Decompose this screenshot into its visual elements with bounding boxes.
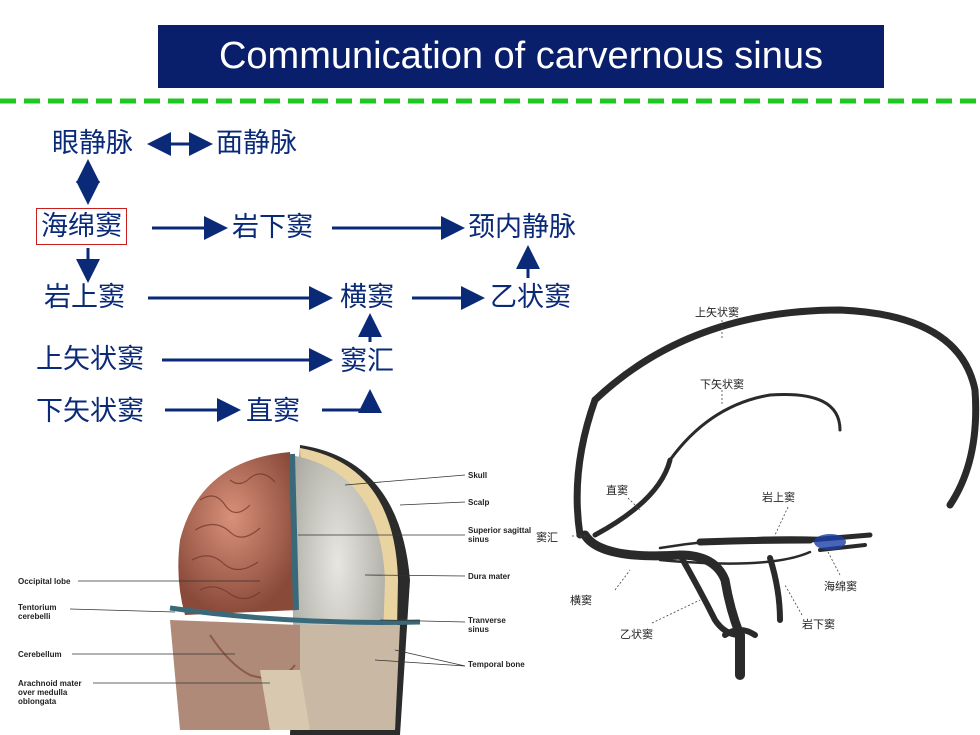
label-tentorium-cerebelli: Tentorium cerebelli — [18, 603, 57, 622]
label-occipital-lobe: Occipital lobe — [18, 577, 71, 586]
dural-sinus-diagram: 上矢状窦 下矢状窦 直窦 岩上窦 窦汇 海绵窦 横窦 乙状窦 岩下窦 — [536, 290, 980, 680]
sinus-label-superior-petrosal: 岩上窦 — [762, 491, 795, 504]
node-internal-jugular-vein: 颈内静脉 — [468, 212, 576, 243]
sinus-label-sigmoid: 乙状窦 — [620, 628, 653, 641]
label-temporal-bone: Temporal bone — [468, 660, 525, 669]
node-superior-petrosal-sinus: 岩上窦 — [44, 282, 125, 313]
node-straight-sinus: 直窦 — [246, 396, 300, 427]
node-inferior-sagittal-sinus: 下矢状窦 — [36, 396, 144, 427]
label-skull: Skull — [468, 471, 488, 480]
sinus-label-inferior-sagittal: 下矢状窦 — [700, 378, 744, 391]
node-sigmoid-sinus: 乙状窦 — [490, 282, 571, 313]
node-cavernous-sinus: 海绵窦 — [36, 208, 127, 245]
sinus-label-inferior-petrosal: 岩下窦 — [802, 618, 835, 631]
label-dura-mater: Dura mater — [468, 572, 511, 581]
sinus-label-transverse: 横窦 — [570, 594, 592, 607]
node-inferior-petrosal-sinus: 岩下窦 — [232, 212, 313, 243]
sinus-label-confluence: 窦汇 — [536, 531, 558, 544]
label-superior-sagittal-sinus: Superior sagittal sinus — [468, 526, 532, 545]
sinus-label-cavernous: 海绵窦 — [824, 580, 857, 593]
sinus-drawing — [572, 306, 980, 680]
flow-arrows — [76, 132, 540, 422]
head-dissection-image — [69, 445, 466, 735]
node-confluence-of-sinuses: 窦汇 — [340, 346, 394, 377]
node-facial-vein: 面静脉 — [216, 128, 297, 159]
label-transverse-sinus: Tranverse sinus — [468, 616, 506, 635]
node-ophthalmic-vein: 眼静脉 — [52, 128, 133, 159]
label-scalp: Scalp — [468, 498, 490, 507]
sinus-label-straight: 直窦 — [606, 484, 628, 497]
node-superior-sagittal-sinus: 上矢状窦 — [36, 344, 144, 375]
venous-flowchart: 眼静脉 面静脉 海绵窦 岩下窦 颈内静脉 岩上窦 横窦 乙状窦 上矢状窦 窦汇 … — [0, 110, 600, 430]
slide-title: Communication of carvernous sinus — [158, 25, 884, 88]
node-transverse-sinus: 横窦 — [340, 282, 394, 313]
dissection-photo: Skull Scalp Superior sagittal sinus Dura… — [0, 440, 540, 735]
sinus-label-superior-sagittal: 上矢状窦 — [695, 306, 739, 319]
dashed-divider — [0, 98, 980, 104]
label-cerebellum: Cerebellum — [18, 650, 62, 659]
label-arachnoid-mater: Arachnoid mater over medulla oblongata — [18, 679, 82, 707]
